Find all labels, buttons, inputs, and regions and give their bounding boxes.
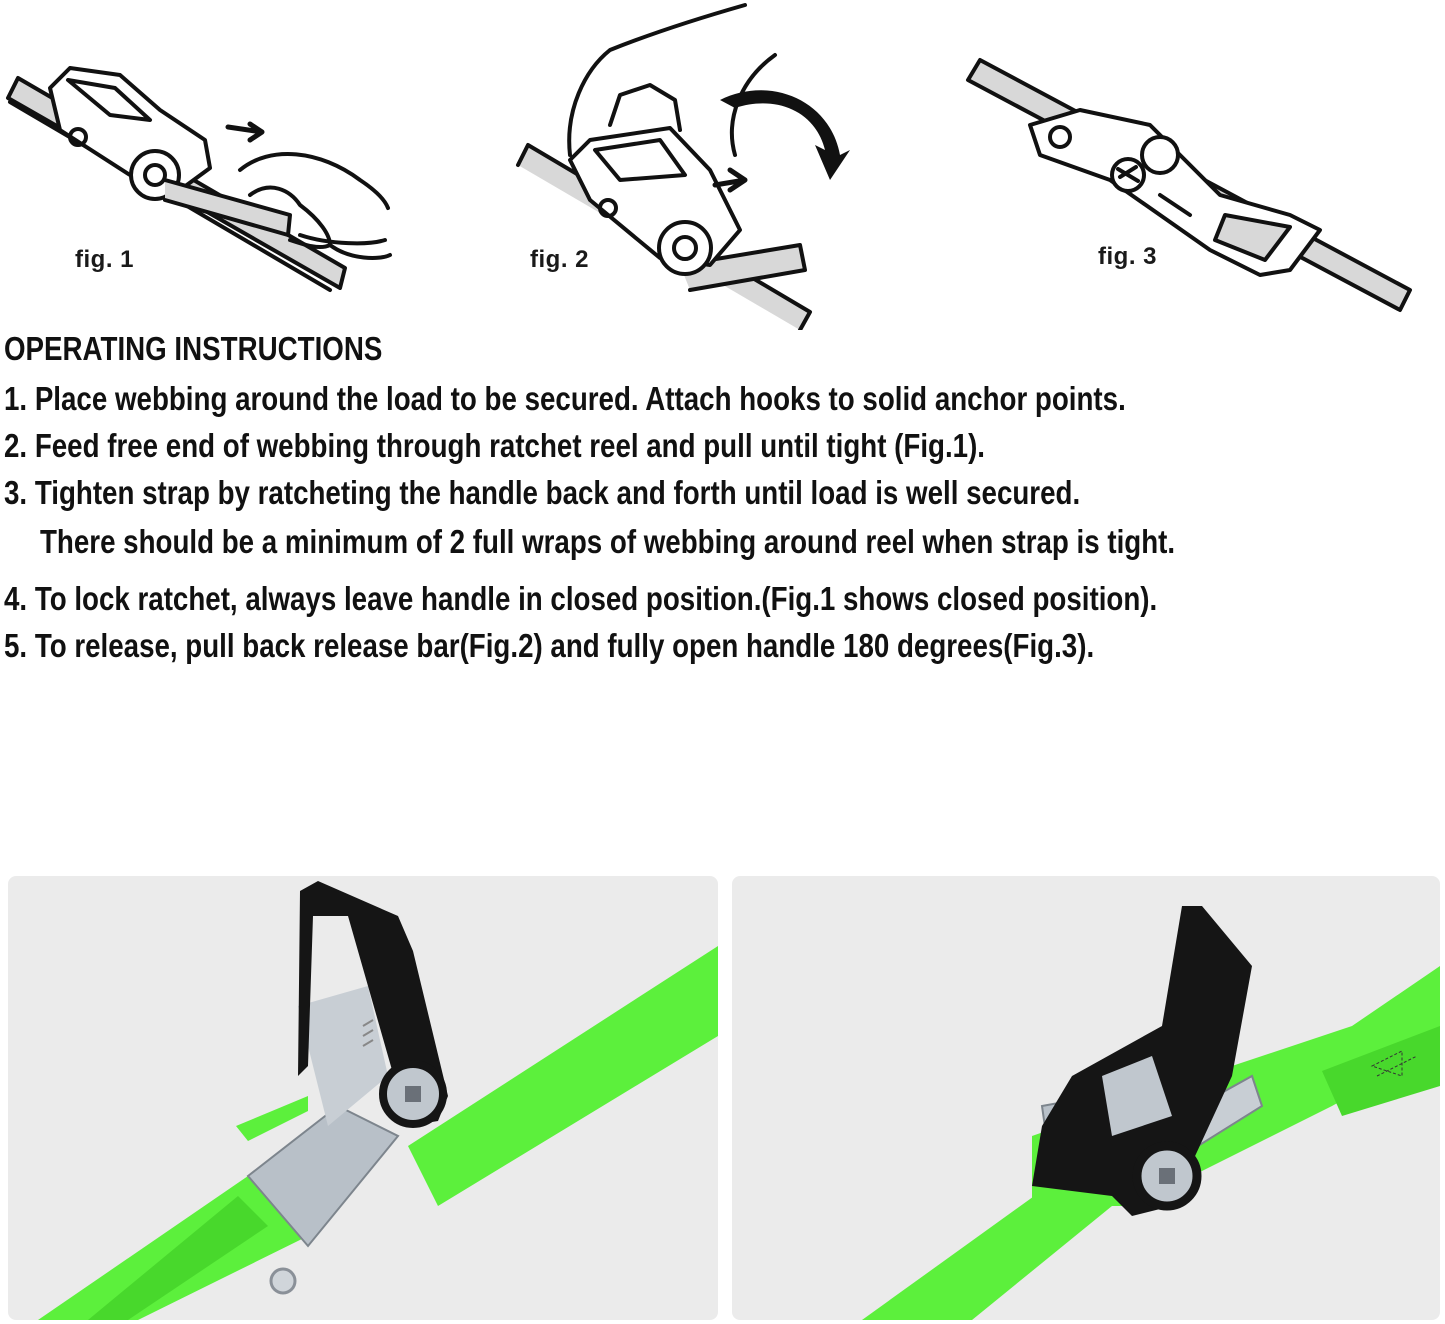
ratchet-strap-open-image (38, 881, 718, 1320)
instruction-step-2: 2. Feed free end of webbing through ratc… (4, 427, 986, 464)
instruction-step-3: 3. Tighten strap by ratcheting the handl… (4, 474, 1081, 511)
figure-3-label: fig. 3 (1098, 243, 1158, 270)
ratchet-release-illustration (516, 3, 850, 330)
figure-1: fig. 1 (0, 40, 400, 320)
figure-2: fig. 2 (510, 0, 850, 330)
ratchet-strap-closed-image (862, 906, 1440, 1320)
figure-1-label: fig. 1 (75, 246, 135, 273)
ratchet-open-illustration (966, 58, 1412, 312)
figure-3: fig. 3 (960, 55, 1420, 315)
instructions-heading: OPERATING INSTRUCTIONS (4, 330, 383, 367)
product-photo-open (8, 876, 718, 1320)
product-photo-closed (732, 876, 1440, 1320)
ratchet-closed-illustration (6, 66, 392, 292)
instruction-step-1: 1. Place webbing around the load to be s… (4, 380, 1126, 417)
figure-2-label: fig. 2 (530, 246, 590, 273)
instruction-step-4: 4. To lock ratchet, always leave handle … (4, 580, 1158, 617)
instruction-step-5: 5. To release, pull back release bar(Fig… (4, 627, 1095, 664)
instruction-step-3-note: There should be a minimum of 2 full wrap… (40, 523, 1176, 560)
